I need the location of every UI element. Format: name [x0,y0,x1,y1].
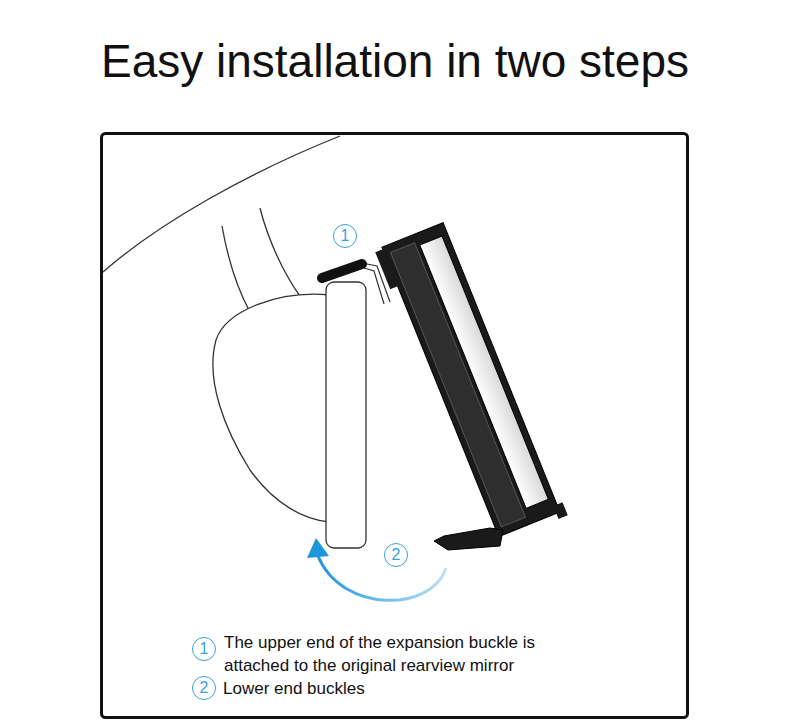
step-note: The upper end of the expansion buckle is… [224,631,584,677]
rearview-mirror-back [213,294,330,522]
callout-number: 1 [192,637,216,661]
callout-number: 1 [333,224,357,248]
frame-border [102,134,688,718]
clip-on-mirror [374,220,567,545]
callout-number: 2 [192,676,216,700]
rotation-arrow [318,556,446,600]
rearview-mirror-face [326,282,366,548]
upper-buckle [322,263,390,304]
arrow-head [307,538,329,558]
page-title: Easy installation in two steps [0,38,790,84]
car-mount-outline [103,136,340,312]
callout-number: 2 [384,543,408,567]
step-note: Lower end buckles [223,677,583,700]
lower-buckle [434,528,503,550]
